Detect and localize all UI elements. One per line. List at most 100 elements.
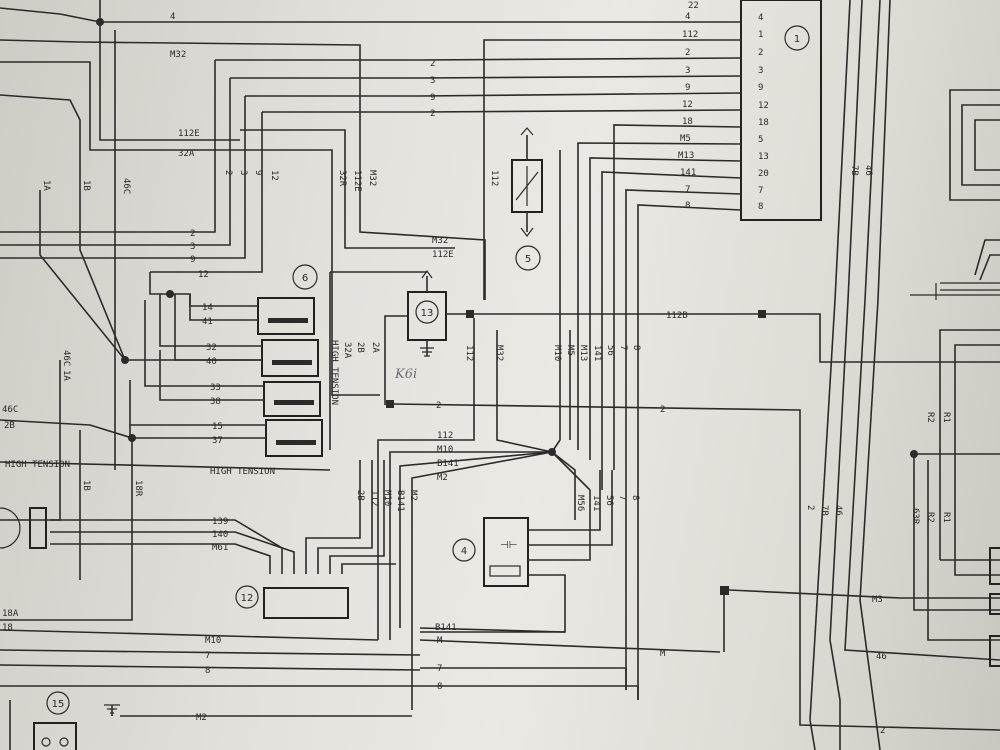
wire-label: M [660,649,666,659]
c1-pin: 9 [758,83,763,93]
top-right-wire-label: 22 [688,1,699,11]
far-right-labels: R2 R1 R2 R1 63R [910,412,951,525]
pin-label: 15 [212,422,223,432]
wire-label: M [437,636,443,646]
wire-label: 46C [2,405,18,415]
wire-label: 2 [660,405,665,415]
vwire-label: R1 [941,412,951,423]
wire-label: 2 [880,726,885,736]
vwire-label: M2 [408,490,418,501]
vwire-label: 112 [489,170,499,186]
vwire-label: 1A [41,180,51,191]
component-12-labels: 139 140 M61 [212,517,228,553]
wire-label: 18 [2,623,13,633]
pin-label: 33 [210,383,221,393]
wire-label: M3 [872,595,883,605]
component-1-pin-labels: 4 1 2 3 9 12 18 5 13 20 7 8 [758,13,769,212]
wire-label: 8 [685,201,690,211]
wire-label: 3 [190,242,195,252]
vwire-label: 8 [630,495,640,500]
wire-label: M2 [196,713,207,723]
wire-label: 7 [685,185,690,195]
vwire-label: 7 [617,495,627,500]
wire-labels-to-c1: 4 112 2 3 9 12 18 M5 M13 141 7 8 [678,12,698,211]
vwire-label: 7 [618,345,628,350]
pin-label: 40 [206,357,217,367]
wire-label: 112 [682,30,698,40]
vwire-label: R2 [925,512,935,523]
vwire-label: M32 [367,170,377,186]
c1-pin: 7 [758,186,763,196]
wire-label: 141 [680,168,696,178]
wire-label: 2 [430,109,435,119]
wire-label: M32 [170,50,186,60]
vwire-label: M10 [552,345,562,361]
vwire-label: 2B [355,342,365,353]
vwire-label: 8 [631,345,641,350]
vwire-label: R2 [925,412,935,423]
c1-pin: 3 [758,66,763,76]
module-vertical-wires [377,150,591,710]
pin-label: 38 [210,397,221,407]
component-12-connector: 12 [50,460,396,619]
wire-label: 18 [682,117,693,127]
ht-label: HIGH TENSION [5,460,70,470]
wire-label: 7 [437,664,442,674]
wire-label: 9 [190,255,195,265]
vwire-label: 2A [370,342,380,353]
vwire-label: 141 [591,495,601,511]
vwire-label: 3 [238,170,248,175]
wire-label: 2 [436,401,441,411]
component-1-label: 1 [794,34,800,45]
vwire-label: 1B [81,480,91,491]
ht-label: HIGH TENSION [210,467,275,477]
vwire-label: 12 [269,170,279,181]
vwire-label: 112E [352,170,362,192]
vwire-label: M10 [382,490,392,506]
junction-labels: 112 M10 B141 M2 2B 112 M10 B141 M2 M56 1… [355,431,640,512]
wire-label: 8 [205,666,210,676]
c1-pin: 18 [758,118,769,128]
wire-label: B141 [437,459,459,469]
wire-label: 12 [682,100,693,110]
wires-to-connector-1 [419,21,742,700]
wire-label: 8 [437,682,442,692]
component-6-coil-pack: 6 [257,264,323,457]
wire-label: 140 [212,530,228,540]
vwire-label: 1A [61,370,71,381]
pin-label: 37 [212,436,223,446]
pin-label: 32 [206,343,217,353]
wire-label: 7 [205,651,210,661]
wire-label: 4 [170,12,175,22]
right-vertical-labels: 7B 46 2 7B 46 [805,165,873,516]
module-vertical-labels: 32A 2B 2A 112 M32 M10 M5 M13 141 56 7 8 [342,342,641,361]
vwire-label: 46C [61,350,71,366]
wire-label: 12 [198,270,209,280]
wire-label: M61 [212,543,228,553]
vwire-label: 112 [369,490,379,506]
wire-label: 2 [190,229,195,239]
wire-label: 9 [685,83,690,93]
vwire-label: 18R [133,480,143,497]
wire-label: M2 [437,473,448,483]
vwire-label: 2 [805,505,815,510]
bottom-wiring [0,586,1000,717]
component-5-sensor: 5 [511,127,543,271]
c1-pin: 8 [758,202,763,212]
vwire-label: 56 [604,495,614,506]
c1-pin: 1 [758,30,763,40]
component-13-label: 13 [421,308,434,319]
bottom-labels: M10 7 8 M2 B141 M 7 8 M M3 46 2 [196,595,887,736]
vwire-label: 7B [849,165,859,176]
wire-label: 3 [685,66,690,76]
wire-label: M13 [678,151,694,161]
right-vertical-bus [809,0,1000,750]
vwire-label: 112 [464,345,474,361]
wire-label: 112B [666,311,688,321]
high-tension-labels: HIGH TENSION HIGH TENSION HIGH TENSION [0,340,339,477]
component-4-sensor: 4 ⊣⊢ [420,470,613,633]
pin-label: 41 [202,317,213,327]
component-12-label: 12 [241,593,254,604]
component-4-symbol: ⊣⊢ [500,540,517,551]
vwire-label: 46C [121,178,131,194]
